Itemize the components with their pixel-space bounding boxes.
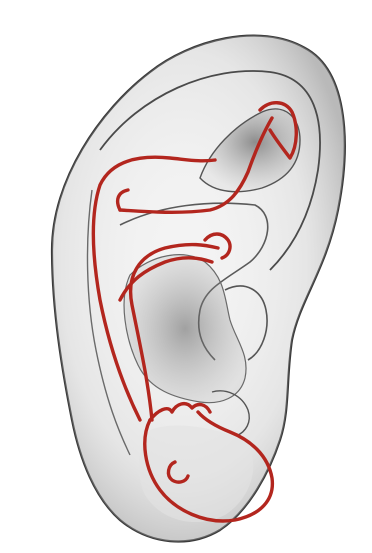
ear-illustration (0, 0, 372, 553)
ear-drawing (0, 0, 372, 553)
